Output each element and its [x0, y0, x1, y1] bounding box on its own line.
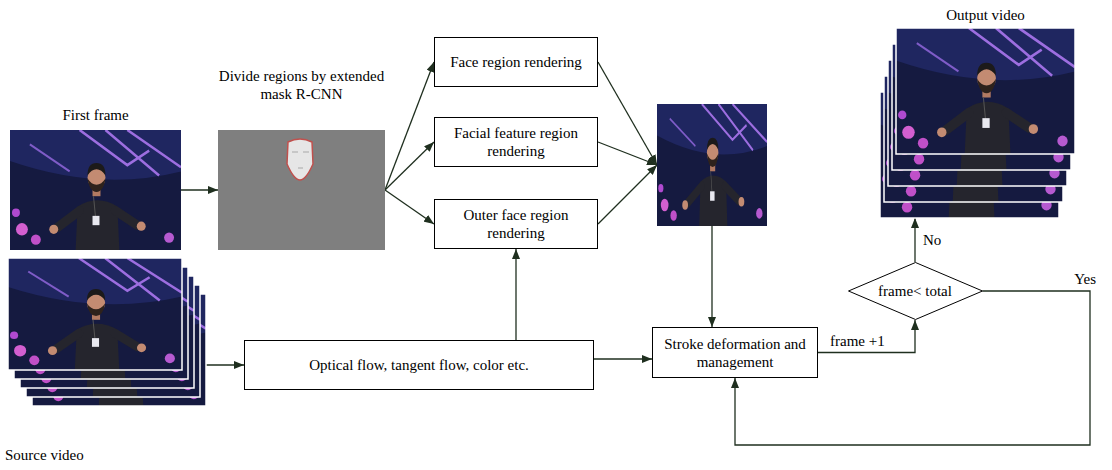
photo-image	[10, 130, 181, 250]
picture	[657, 104, 767, 226]
picture	[218, 130, 385, 250]
video-frame: First frame	[10, 130, 181, 250]
flow-arrow	[594, 358, 652, 359]
picture	[896, 28, 1075, 154]
flow-arrow	[206, 364, 244, 365]
node-label: Optical flow, tangent flow, color etc.	[309, 356, 529, 374]
decision-diamond: frame< total	[848, 262, 983, 320]
diamond-shape	[848, 263, 982, 320]
node-label: Facial feature region rendering	[443, 124, 589, 160]
flow-arrow	[515, 249, 516, 340]
node-heading: Output video	[896, 6, 1075, 25]
flow-arrow	[385, 142, 434, 190]
flow-arrow	[385, 190, 434, 224]
rendered-frame	[657, 104, 767, 226]
mask-image	[218, 130, 385, 250]
node-heading: Divide regions by extended mask R-CNN	[218, 67, 385, 105]
process-box: Face region rendering	[434, 37, 598, 87]
frame-border	[896, 28, 1075, 154]
flow-arrow	[598, 165, 657, 224]
node-heading: Source video	[5, 446, 145, 465]
video-frame	[896, 28, 1075, 154]
node-label: Stroke deformation and management	[661, 335, 809, 371]
node-label: frame< total	[878, 282, 952, 300]
frame-stack	[8, 258, 206, 406]
video-stack: Output video	[880, 28, 1075, 218]
video-frame	[8, 258, 182, 370]
node-heading: First frame	[0, 106, 191, 125]
edge-label: Yes	[1074, 271, 1096, 288]
flow-arrow	[818, 320, 915, 353]
frame-border	[8, 258, 182, 370]
process-box: Facial feature region rendering	[434, 117, 598, 167]
edge-label: No	[923, 232, 941, 249]
node-label: Face region rendering	[450, 53, 582, 71]
process-box: Optical flow, tangent flow, color etc.	[244, 340, 594, 390]
frame-stack	[880, 28, 1075, 218]
edge-label: frame +1	[830, 333, 885, 350]
process-box: Outer face region rendering	[434, 199, 598, 249]
segmentation-mask: Divide regions by extended mask R-CNN	[218, 130, 385, 250]
flow-arrow	[598, 142, 657, 165]
picture	[8, 258, 182, 370]
video-stack: Source video	[8, 258, 206, 406]
photo-image	[657, 104, 767, 226]
node-label: Outer face region rendering	[443, 206, 589, 242]
flow-arrow	[385, 62, 434, 190]
flow-arrow	[711, 226, 712, 327]
flow-arrow	[914, 218, 915, 262]
picture	[10, 130, 181, 250]
process-box: Stroke deformation and management	[652, 327, 818, 378]
flow-arrow	[598, 62, 657, 165]
flow-arrow	[181, 189, 218, 190]
